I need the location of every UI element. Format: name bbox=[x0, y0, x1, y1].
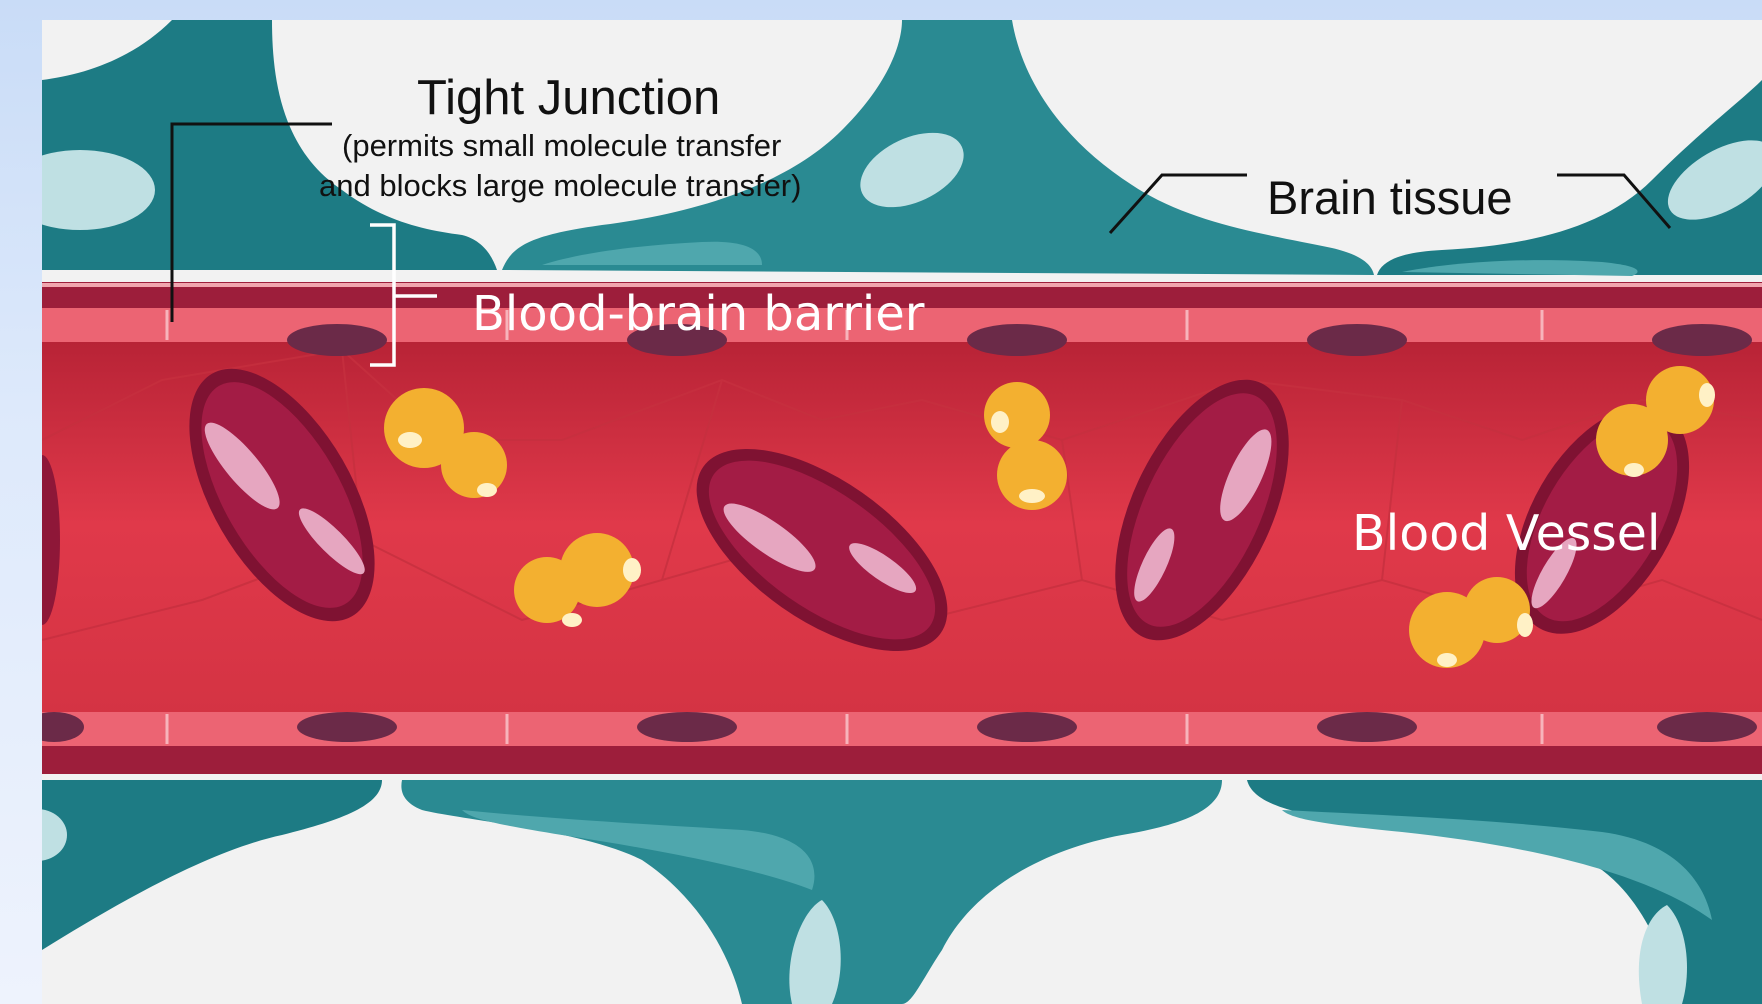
nucleus bbox=[1307, 324, 1407, 356]
nucleus bbox=[1317, 712, 1417, 742]
blood-vessel-label: Blood Vessel bbox=[1352, 505, 1661, 562]
brain-tissue-top bbox=[42, 20, 1762, 276]
nucleus bbox=[977, 712, 1077, 742]
nucleus bbox=[297, 712, 397, 742]
nucleus bbox=[1657, 712, 1757, 742]
endothelial-row-bottom bbox=[42, 712, 1762, 746]
diagram-canvas: Tight Junction (permits small molecule t… bbox=[42, 20, 1762, 1004]
vessel-wall-bottom bbox=[42, 746, 1762, 774]
brain-tissue-label: Brain tissue bbox=[1267, 170, 1513, 225]
nucleus bbox=[1652, 324, 1752, 356]
blood-brain-barrier-label: Blood-brain barrier bbox=[472, 286, 925, 342]
brain-tissue-bottom bbox=[42, 780, 1762, 1004]
nucleus bbox=[287, 324, 387, 356]
tight-junction-title: Tight Junction bbox=[417, 70, 720, 126]
nucleus bbox=[967, 324, 1067, 356]
tight-junction-description-line2: and blocks large molecule transfer) bbox=[319, 168, 801, 204]
nucleus bbox=[637, 712, 737, 742]
tight-junction-description-line1: (permits small molecule transfer bbox=[342, 128, 781, 164]
